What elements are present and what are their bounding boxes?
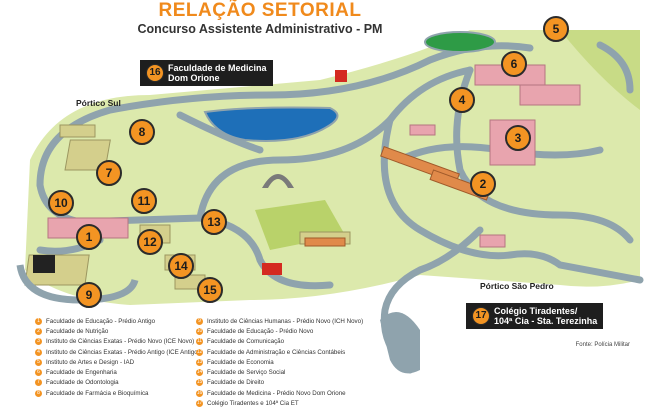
marker-11[interactable]: 11 (131, 188, 157, 214)
marker-1[interactable]: 1 (76, 224, 102, 250)
callout-17[interactable]: 17 Colégio Tiradentes/ 104ª Cia - Sta. T… (466, 303, 604, 329)
marker-15[interactable]: 15 (197, 277, 223, 303)
page-subtitle: Concurso Assistente Administrativo - PM (137, 22, 383, 36)
callout-17-line1: Colégio Tiradentes/ (494, 306, 578, 316)
place-portico-sul: Pórtico Sul (76, 98, 121, 108)
marker-13[interactable]: 13 (201, 209, 227, 235)
marker-4[interactable]: 4 (449, 87, 475, 113)
marker-10[interactable]: 10 (48, 190, 74, 216)
buildings-pink (47, 64, 581, 248)
red-building-2 (335, 70, 347, 82)
callout-16-line2: Dom Orione (168, 73, 220, 83)
marker-2[interactable]: 2 (470, 171, 496, 197)
grass-area-right (560, 30, 640, 110)
red-building (262, 263, 282, 275)
marker-14[interactable]: 14 (168, 253, 194, 279)
marker-6[interactable]: 6 (501, 51, 527, 77)
marker-8[interactable]: 8 (129, 119, 155, 145)
marker-7[interactable]: 7 (96, 160, 122, 186)
marker-9[interactable]: 9 (76, 282, 102, 308)
callout-17-line2: 104ª Cia - Sta. Terezinha (494, 316, 598, 326)
place-portico-sao-pedro: Pórtico São Pedro (480, 281, 554, 291)
marker-12[interactable]: 12 (137, 229, 163, 255)
marker-17: 17 (472, 307, 490, 325)
marker-3[interactable]: 3 (505, 125, 531, 151)
marker-5[interactable]: 5 (543, 16, 569, 42)
sports-field (424, 31, 496, 53)
page-title: RELAÇÃO SETORIAL (158, 0, 362, 21)
marker-16: 16 (146, 64, 164, 82)
arch-monument (262, 174, 294, 188)
map-title-block: RELAÇÃO SETORIAL Concurso Assistente Adm… (0, 0, 520, 36)
callout-16-line1: Faculdade de Medicina (168, 63, 267, 73)
roads (36, 41, 644, 374)
dark-building (33, 255, 55, 273)
lake (203, 106, 339, 142)
callout-16[interactable]: 16 Faculdade de Medicina Dom Orione (140, 60, 273, 86)
source-note: Fonte: Polícia Militar (575, 342, 630, 348)
